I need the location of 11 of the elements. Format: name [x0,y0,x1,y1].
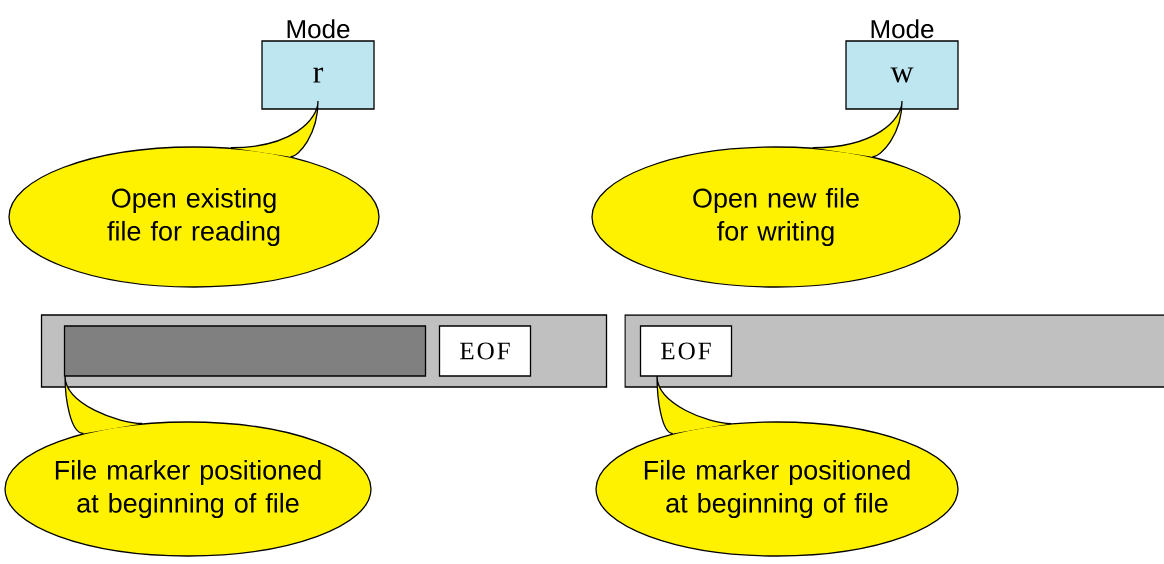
mode-box: r [261,40,375,110]
data-block [63,325,427,377]
callout-tail [656,375,732,435]
mode-box: w [845,40,959,110]
eof-box: EOF [438,325,532,377]
callout-tail [64,375,143,435]
callout-tail [230,100,319,158]
eof-box: EOF [639,325,733,377]
callout-tail [812,100,903,158]
mode-heading: Mode [871,19,934,39]
mode-heading: Mode [287,19,350,39]
